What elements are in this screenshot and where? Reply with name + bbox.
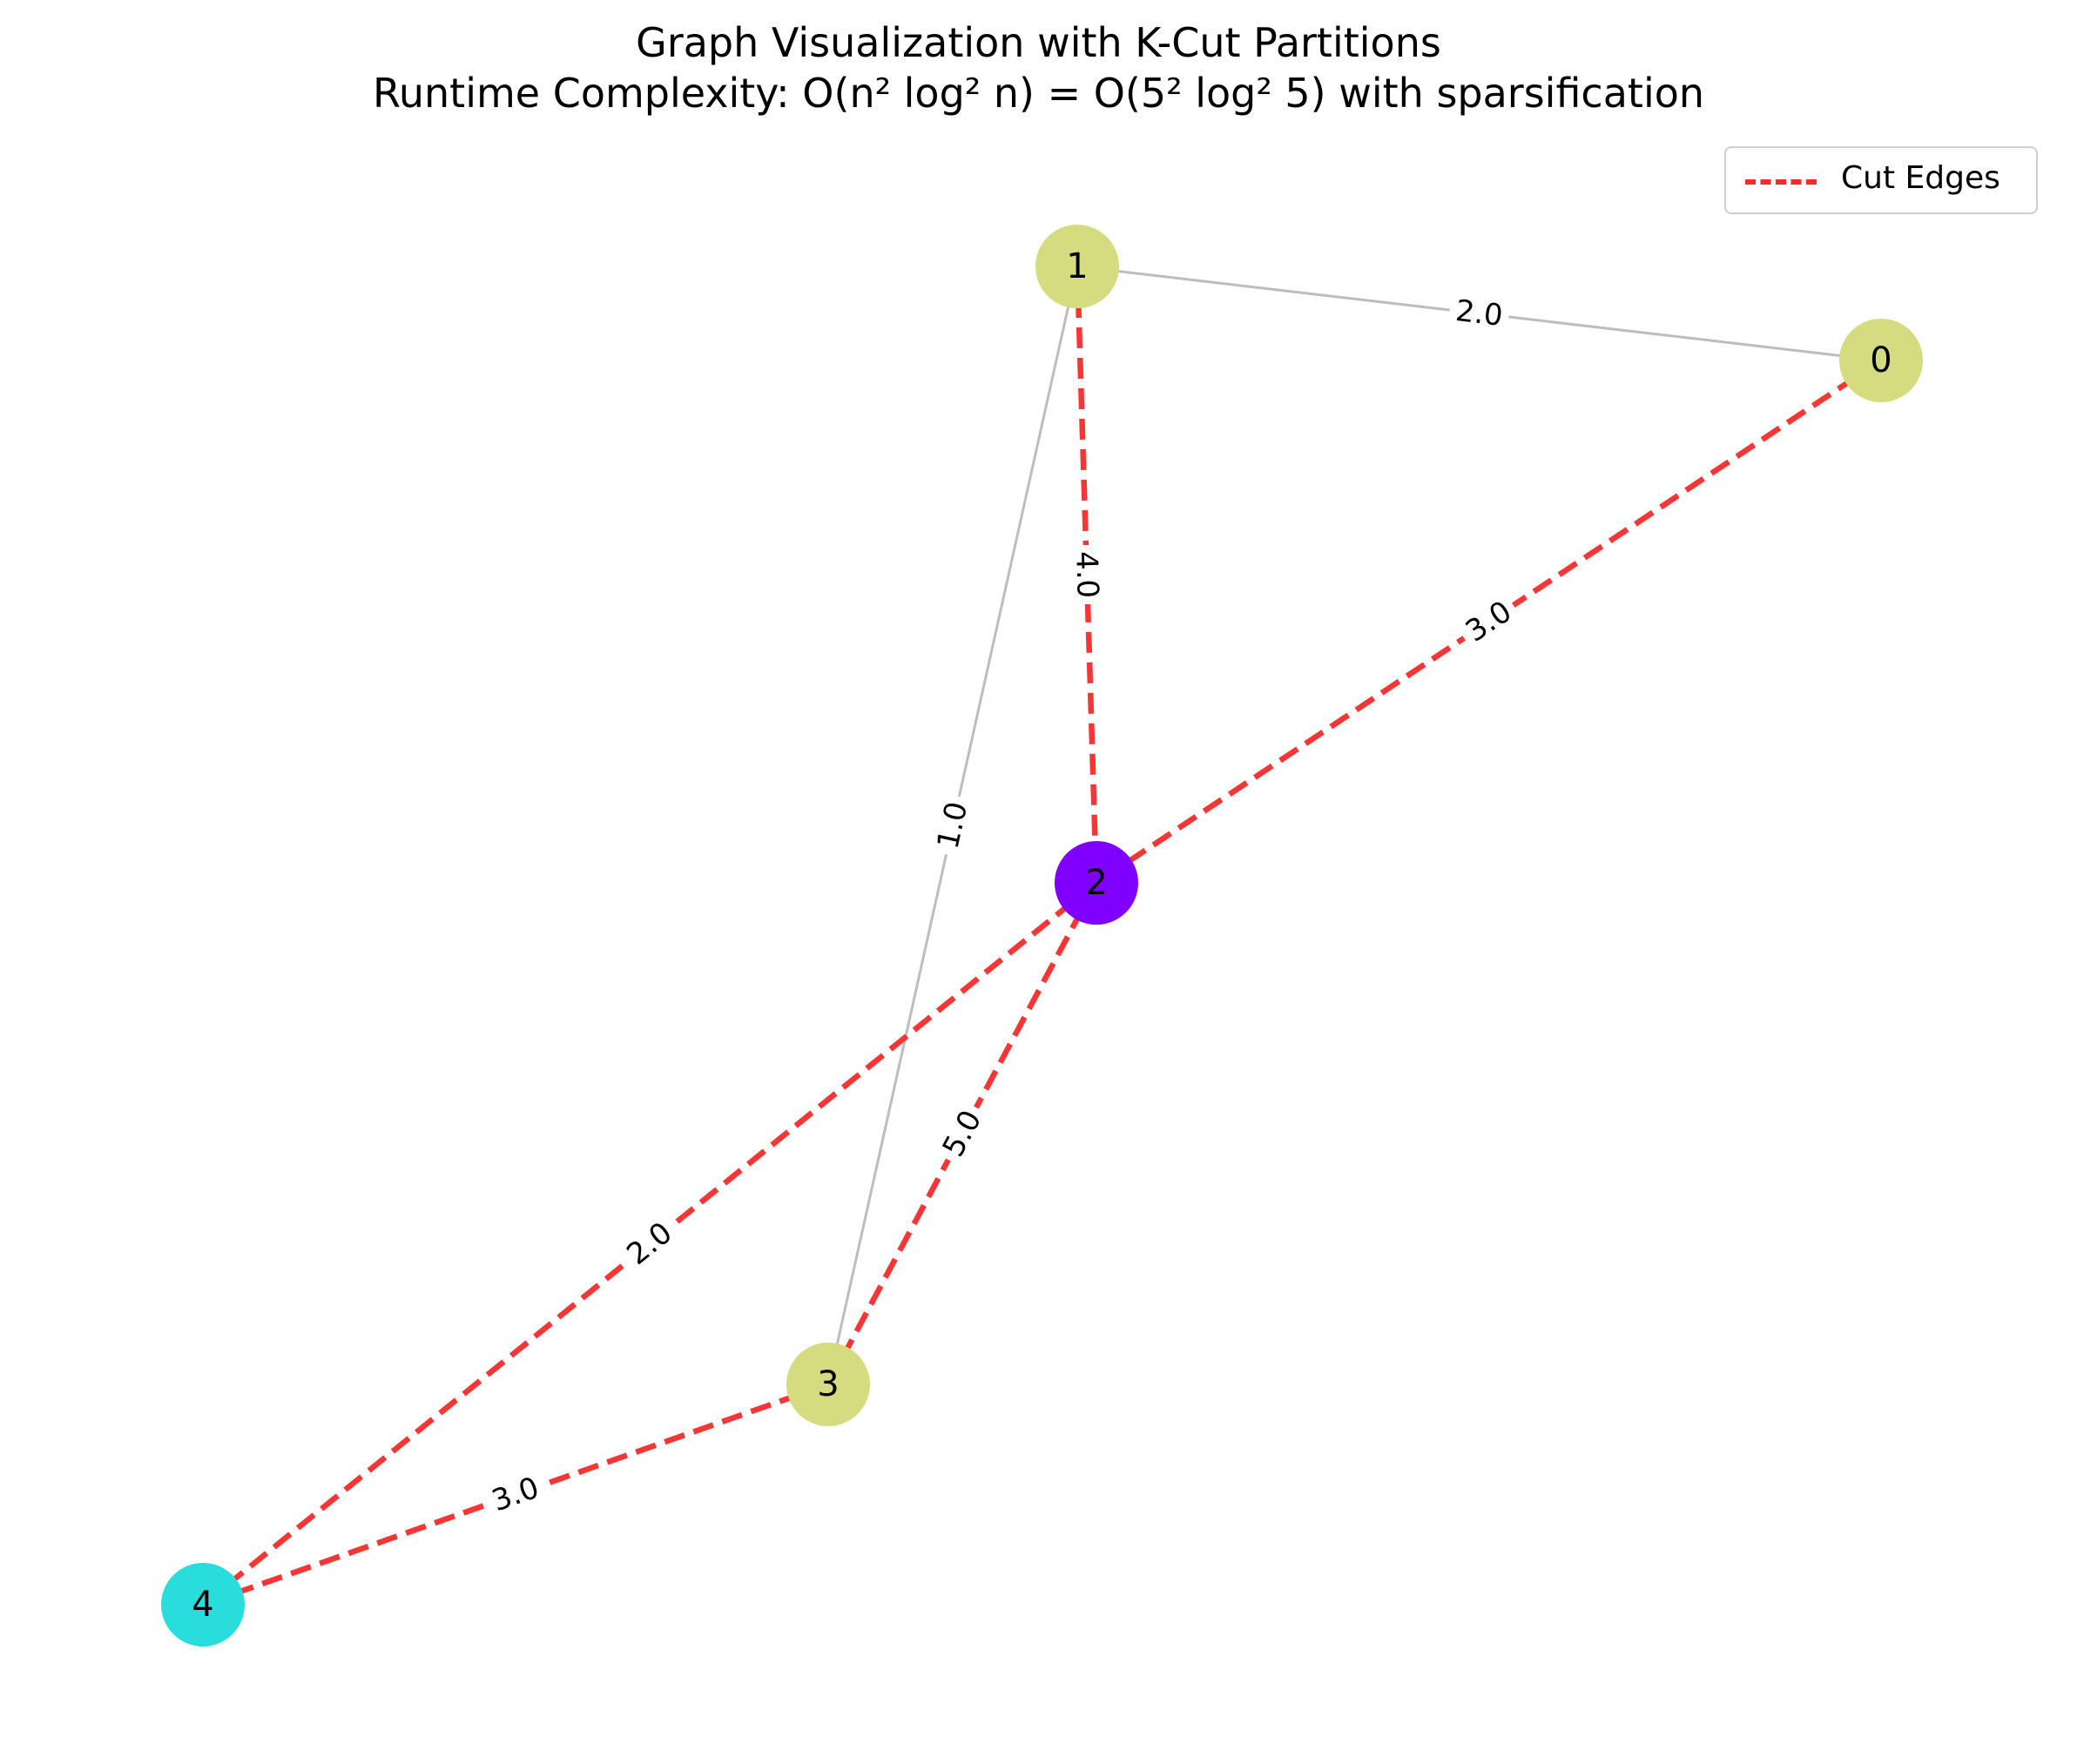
node-circle xyxy=(1055,841,1138,925)
edge-weight-label: 4.0 xyxy=(1066,544,1108,605)
node-label: 3 xyxy=(817,1364,839,1404)
chart-subtitle: Runtime Complexity: O(n² log² n) = O(5² … xyxy=(372,70,1705,117)
edge-weight-label-bg xyxy=(1447,291,1511,336)
edge-weight-label-bg xyxy=(927,792,978,858)
node-3: 3 xyxy=(786,1343,870,1426)
node-label: 2 xyxy=(1085,863,1107,903)
nodes-layer: 0 1 2 3 4 xyxy=(161,225,1923,1646)
edges-layer xyxy=(200,265,1883,1608)
node-4: 4 xyxy=(161,1563,245,1646)
edge-weight-label-bg xyxy=(481,1466,550,1523)
edge-weight-text: 1.0 xyxy=(931,798,975,852)
legend: Cut Edges xyxy=(1724,146,2038,214)
node-label: 4 xyxy=(192,1585,213,1625)
node-1: 1 xyxy=(1035,225,1119,308)
edge-weight-label: 3.0 xyxy=(481,1466,550,1523)
node-label: 1 xyxy=(1066,246,1088,286)
edge-weight-label-bg xyxy=(1453,589,1524,655)
edge-weight-label: 2.0 xyxy=(614,1210,685,1277)
cut-edge-2-4 xyxy=(200,880,1099,1607)
node-circle xyxy=(1035,225,1119,308)
edge-weight-label: 3.0 xyxy=(1453,589,1524,655)
node-circle xyxy=(161,1563,245,1646)
node-circle xyxy=(786,1343,870,1426)
legend-cut-edges-label: Cut Edges xyxy=(1841,160,2000,196)
edge-weight-label: 5.0 xyxy=(931,1098,994,1169)
edge-weight-label-bg xyxy=(614,1210,685,1277)
cut-edge-3-4 xyxy=(201,1381,830,1608)
edge-weight-label-bg xyxy=(1066,544,1108,605)
edge-weight-text: 2.0 xyxy=(1453,293,1504,333)
node-label: 0 xyxy=(1870,340,1892,380)
chart-title: Graph Visualization with K-Cut Partition… xyxy=(636,19,1441,66)
node-0: 0 xyxy=(1839,319,1923,402)
legend-cut-edge-swatch xyxy=(1745,179,1817,185)
node-2: 2 xyxy=(1055,841,1138,925)
edge-weight-label-bg xyxy=(931,1098,994,1169)
edge-labels-layer: 2.0 4.0 1.0 3.0 2.0 5.0 3.0 xyxy=(481,291,1524,1523)
edge-weight-label: 1.0 xyxy=(927,792,978,858)
edge-weight-label: 2.0 xyxy=(1447,291,1511,336)
node-circle xyxy=(1839,319,1923,402)
edge-weight-text: 4.0 xyxy=(1069,550,1105,598)
